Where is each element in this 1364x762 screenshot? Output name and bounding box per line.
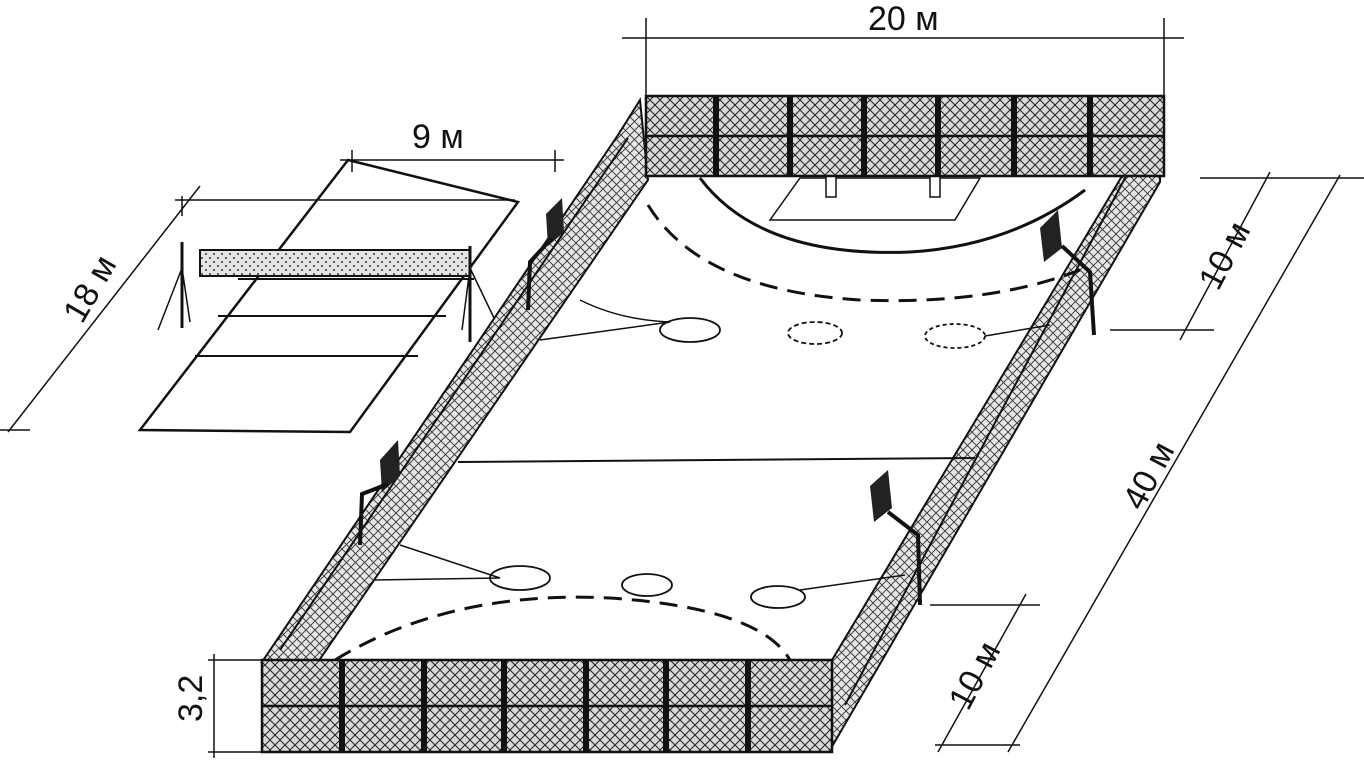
bottom-zone-label: 10 м <box>942 636 1009 716</box>
volleyball-length-dimension: 18 м <box>0 185 201 433</box>
main-court <box>260 94 1166 754</box>
top-fence <box>644 94 1166 178</box>
volleyball-width-dimension: 9 м <box>175 118 564 201</box>
basketball-hoop-left-bottom <box>358 440 400 546</box>
basketball-hoop-right-top <box>1040 210 1096 336</box>
court-width-label: 20 м <box>868 0 939 38</box>
fence-height-dimension: 3,2 <box>172 654 262 758</box>
basketball-hoop-left-top <box>526 198 564 311</box>
bottom-zone-dimension: 10 м <box>930 593 1040 753</box>
upper-key-marks <box>539 299 1051 349</box>
lower-key-marks <box>374 544 906 609</box>
volleyball-court-outline <box>137 158 521 434</box>
court-length-dimension: 40 м <box>1007 174 1341 753</box>
centre-line <box>457 457 976 463</box>
volleyball-length-label: 18 м <box>56 249 124 329</box>
fence-height-label: 3,2 <box>172 675 210 722</box>
volleyball-net <box>157 242 495 342</box>
bottom-free-throw-arc <box>334 595 792 662</box>
top-zone-label: 10 м <box>1192 216 1259 296</box>
top-goal-area <box>698 177 1086 254</box>
basketball-hoop-right-bottom <box>870 470 922 606</box>
court-width-dimension: 20 м <box>622 0 1184 96</box>
bottom-fence <box>260 658 834 754</box>
volleyball-width-label: 9 м <box>412 118 464 156</box>
court-length-label: 40 м <box>1116 436 1183 516</box>
top-free-throw-arc <box>646 204 1081 303</box>
